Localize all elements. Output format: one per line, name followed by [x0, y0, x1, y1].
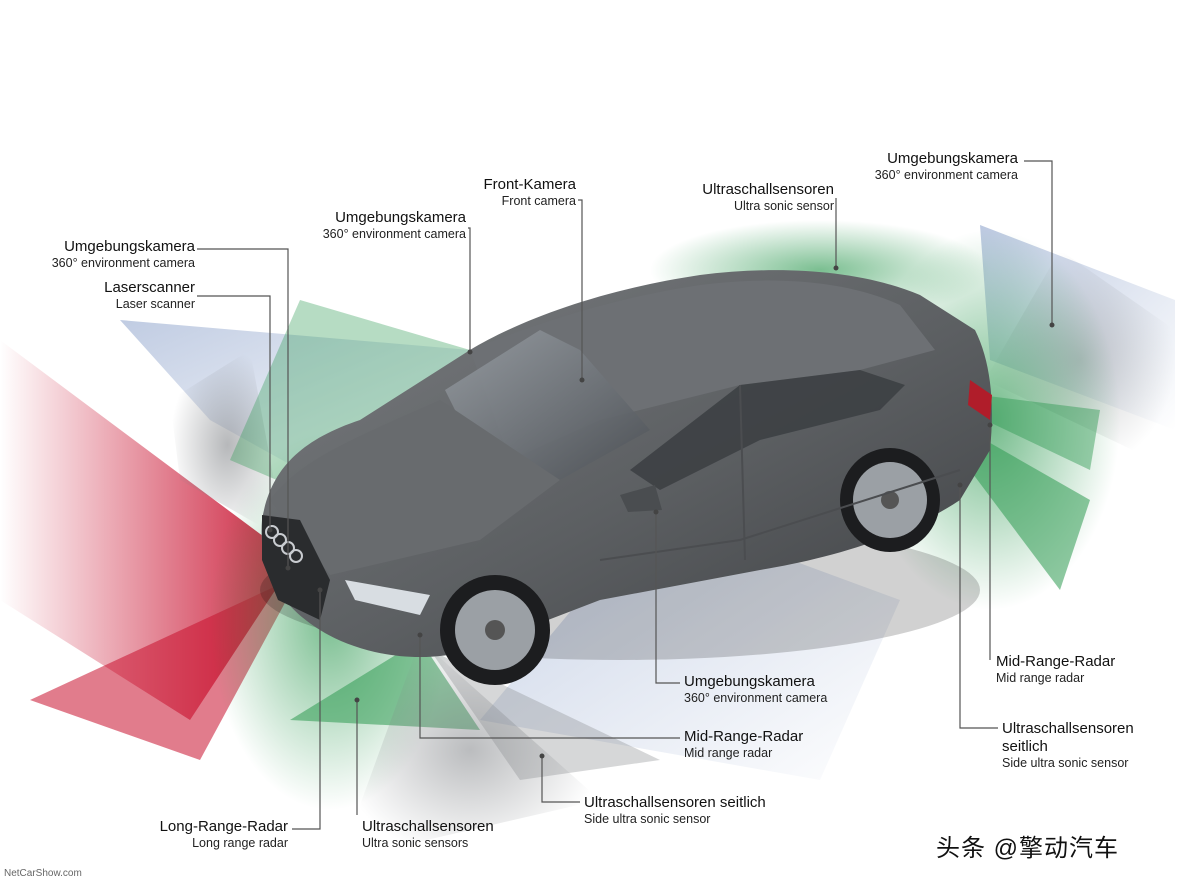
rear-wheel	[840, 448, 940, 552]
label-laserscanner-en: Laser scanner	[115, 297, 195, 311]
front-camera-field	[120, 320, 470, 470]
label-laserscanner-de: Laserscanner	[104, 279, 195, 296]
line-umgebung-mid	[468, 227, 471, 352]
label-midrange-rear-en: Mid range radar	[996, 671, 1085, 685]
label-ultraschall-seitlich-front-en: Side ultra sonic sensor	[584, 812, 711, 826]
line-umgebung-top-right	[1024, 160, 1053, 325]
label-ultraschall-seitlich-front: Ultraschallsensoren seitlich Side ultra …	[584, 794, 766, 827]
label-ultraschall-bottom-de: Ultraschallsensoren	[362, 818, 494, 835]
label-front-kamera-de: Front-Kamera	[483, 176, 576, 193]
label-ultraschall-seitlich-rear: Ultraschallsensoren seitlich Side ultra …	[1002, 720, 1134, 771]
rear-side-green	[970, 440, 1090, 590]
label-umgebung-mid-de: Umgebungskamera	[335, 209, 466, 226]
label-umgebung-top-right-de: Umgebungskamera	[887, 150, 1018, 167]
side-mirror	[620, 485, 662, 512]
mirror-camera-field	[480, 510, 900, 780]
label-umgebung-mid: Umgebungskamera 360° environment camera	[276, 209, 466, 242]
label-umgebung-mirror-de: Umgebungskamera	[684, 673, 815, 690]
label-laserscanner: Laserscanner Laser scanner	[5, 279, 195, 312]
brand-signature: 头条 @擎动汽车	[936, 835, 1120, 862]
front-wheel	[440, 575, 550, 685]
label-ultraschall-seitlich-rear-de1: Ultraschallsensoren	[1002, 720, 1134, 737]
label-ultraschall-top: Ultraschallsensoren Ultra sonic sensor	[650, 181, 834, 214]
label-ultraschall-seitlich-rear-en: Side ultra sonic sensor	[1002, 756, 1129, 770]
label-longrange-en: Long range radar	[192, 836, 288, 850]
door-line	[599, 469, 961, 561]
line-ultraschall-seitlich-front	[541, 756, 580, 803]
label-umgebung-mirror-en: 360° environment camera	[684, 691, 828, 705]
label-midrange-front-de: Mid-Range-Radar	[684, 728, 804, 745]
line-longrange	[292, 590, 321, 830]
label-ultraschall-seitlich-rear-de2: seitlich	[1002, 738, 1048, 755]
car	[260, 270, 992, 685]
label-umgebung-mid-en: 360° environment camera	[322, 227, 466, 241]
label-ultraschall-seitlich-front-de: Ultraschallsensoren seitlich	[584, 794, 766, 811]
leader-lines	[197, 160, 1053, 830]
line-front-kamera	[578, 199, 583, 380]
label-umgebung-left-de: Umgebungskamera	[64, 238, 195, 255]
label-ultraschall-bottom-en: Ultra sonic sensors	[362, 836, 469, 850]
line-midrange-front	[419, 635, 680, 739]
label-front-kamera: Front-Kamera Front camera	[430, 176, 576, 209]
line-umgebung-mirror	[655, 512, 680, 684]
label-umgebung-top-right-en: 360° environment camera	[874, 168, 1018, 182]
green-strip-left	[230, 300, 470, 490]
label-front-kamera-en: Front camera	[501, 194, 576, 208]
label-midrange-rear: Mid-Range-Radar Mid range radar	[996, 653, 1115, 686]
label-midrange-rear-de: Mid-Range-Radar	[996, 653, 1116, 670]
label-ultraschall-top-en: Ultra sonic sensor	[733, 199, 834, 213]
rear-side-green-2	[980, 395, 1100, 470]
label-umgebung-left: Umgebungskamera 360° environment camera	[5, 238, 195, 271]
grille	[262, 515, 330, 620]
label-ultraschall-bottom: Ultraschallsensoren Ultra sonic sensors	[362, 818, 494, 851]
label-umgebung-left-en: 360° environment camera	[51, 256, 195, 270]
watermark: NetCarShow.com	[4, 868, 82, 879]
tail-light	[968, 380, 992, 420]
label-midrange-front-en: Mid range radar	[684, 746, 773, 760]
label-ultraschall-top-de: Ultraschallsensoren	[702, 181, 834, 198]
label-midrange-front: Mid-Range-Radar Mid range radar	[684, 728, 803, 761]
laser-scanner-field	[170, 350, 285, 540]
hood	[270, 400, 560, 575]
front-grey-field	[340, 640, 600, 860]
headlight	[345, 580, 430, 615]
line-umgebung-left	[197, 248, 289, 568]
label-umgebung-top-right: Umgebungskamera 360° environment camera	[830, 150, 1018, 183]
line-laserscanner	[197, 295, 271, 530]
sensor-points	[267, 265, 1055, 759]
label-longrange: Long-Range-Radar Long range radar	[100, 818, 288, 851]
door-seam	[739, 384, 746, 561]
label-longrange-de: Long-Range-Radar	[159, 818, 288, 835]
side-windows	[630, 370, 905, 490]
line-ultraschall-seitlich-rear	[959, 485, 998, 729]
label-umgebung-mirror: Umgebungskamera 360° environment camera	[684, 673, 827, 706]
